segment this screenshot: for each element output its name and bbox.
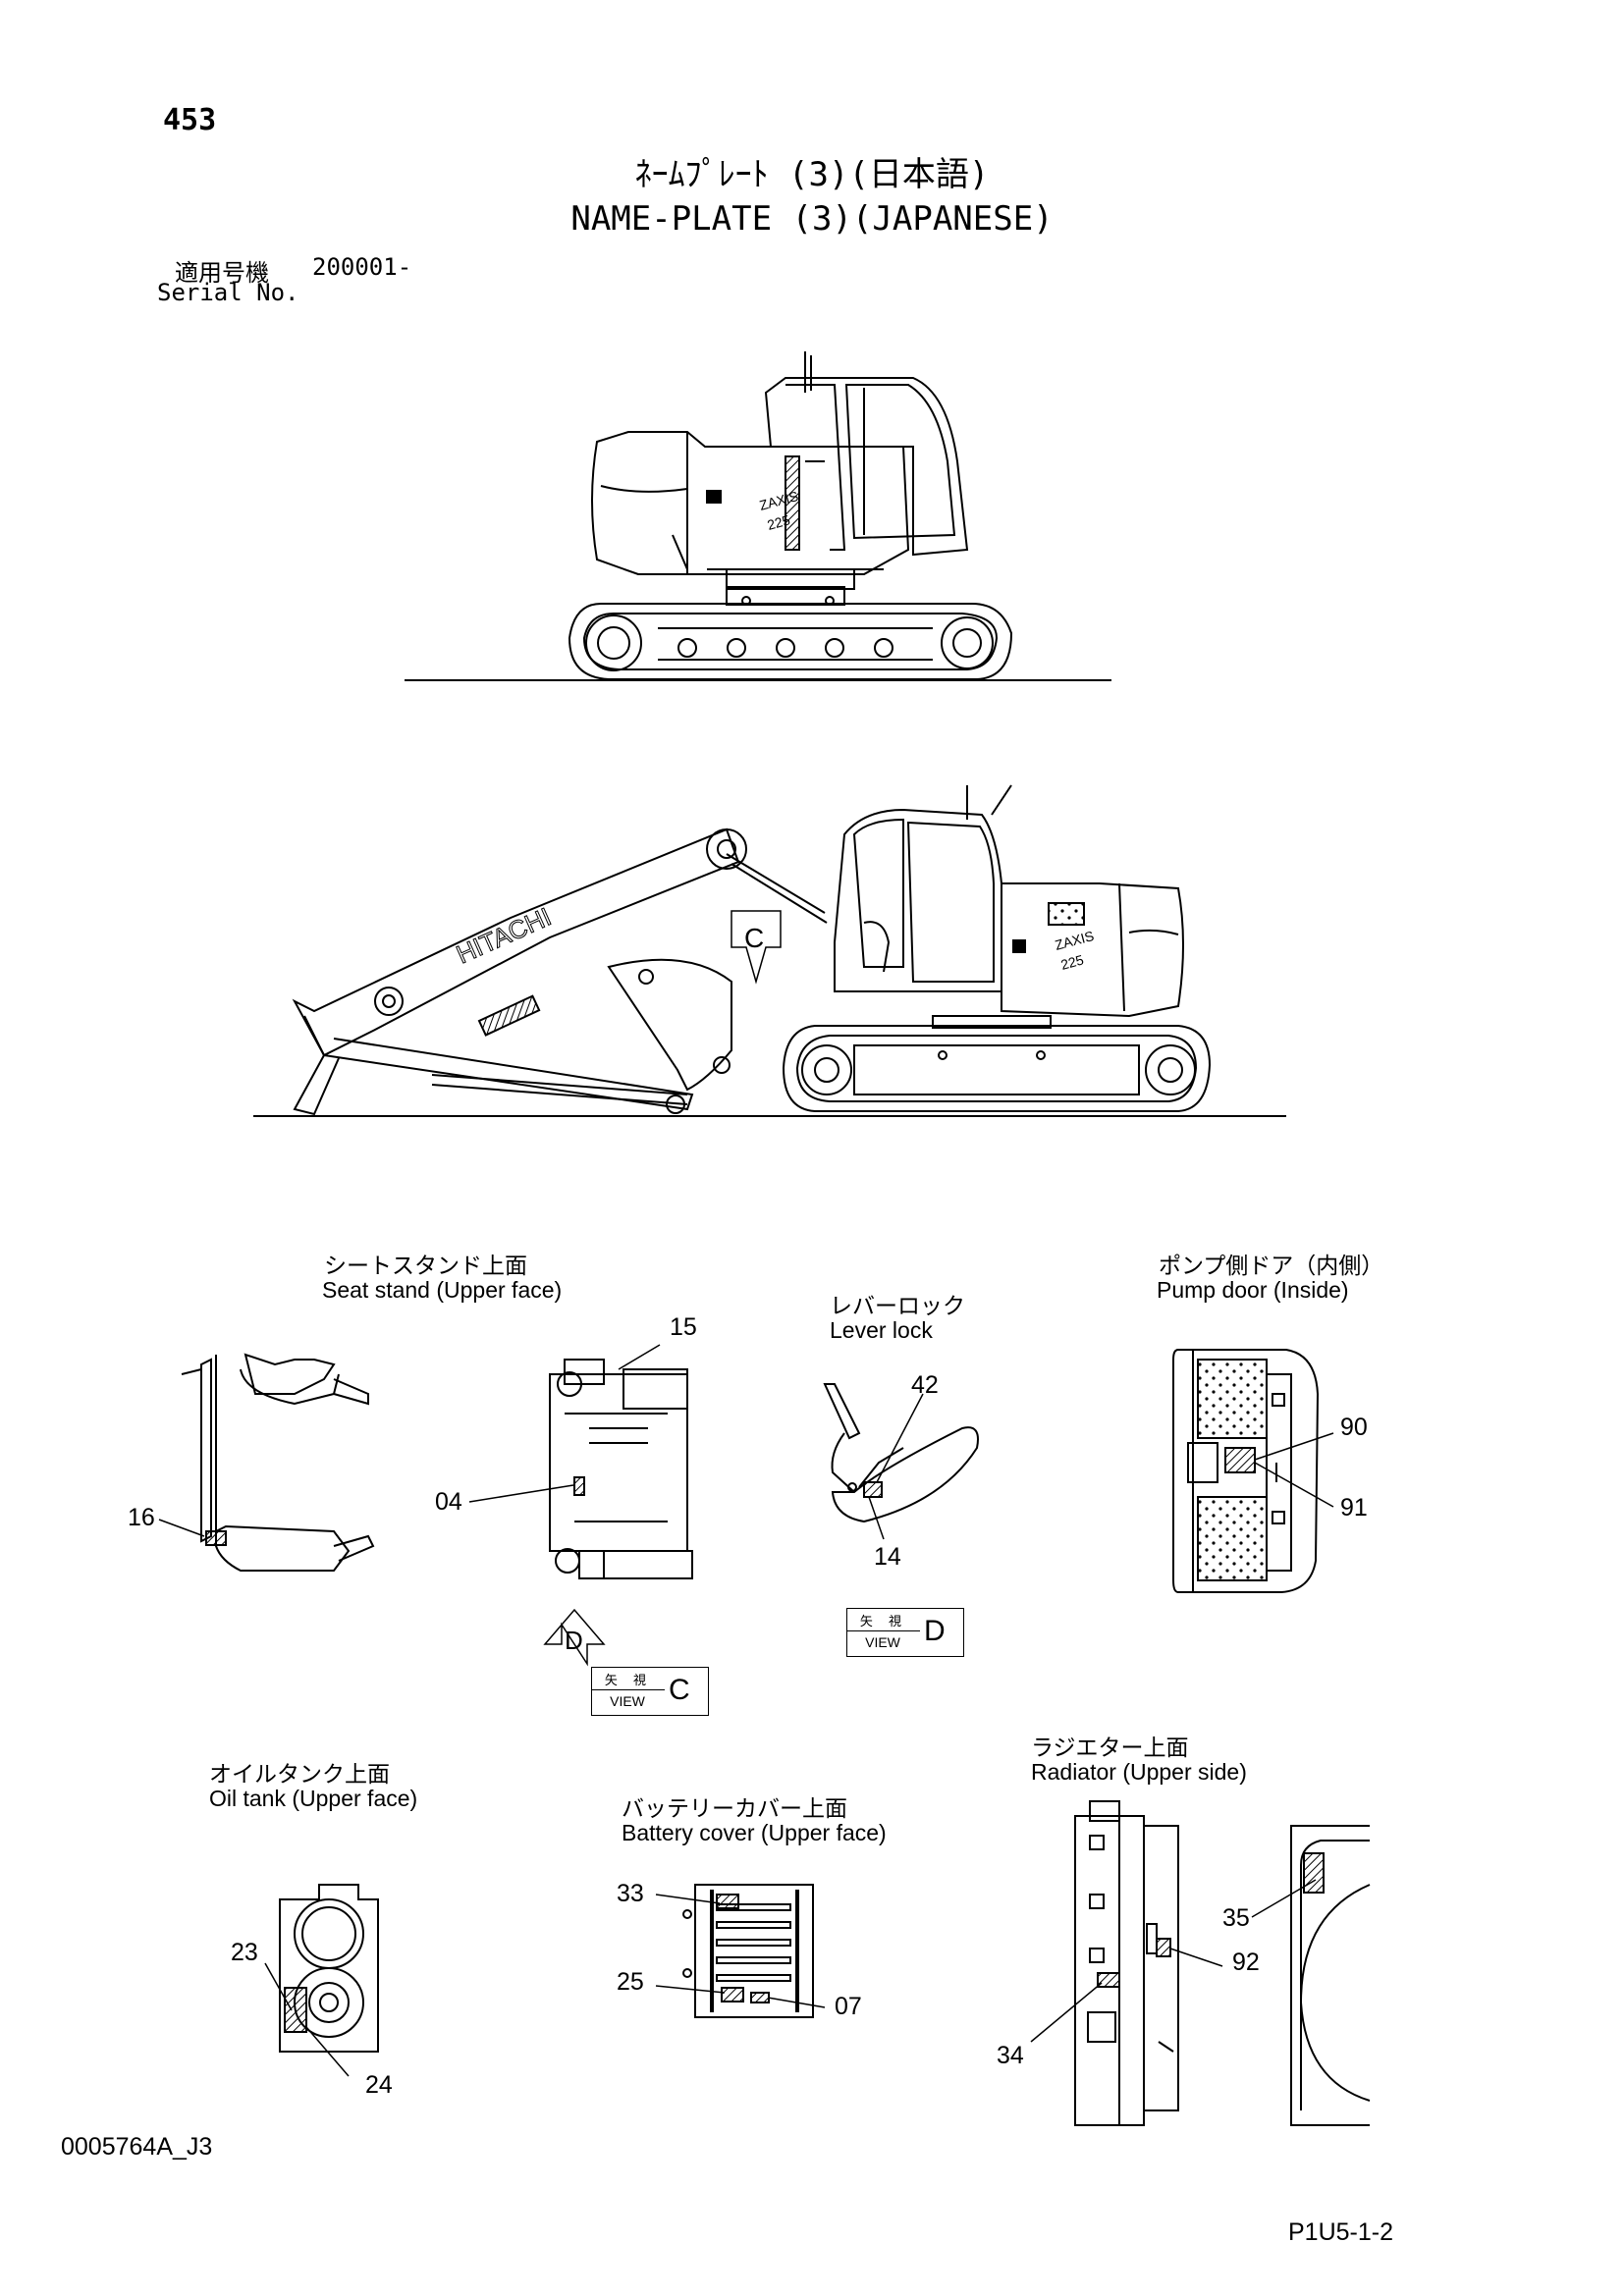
callout-34: 34 xyxy=(997,2042,1024,2069)
seat-stand-label-english: Seat stand (Upper face) xyxy=(322,1277,563,1303)
title-japanese: ﾈｰﾑﾌﾟﾚｰﾄ (3)(日本語) xyxy=(634,155,990,194)
model-badge-front: ZAXIS xyxy=(1054,928,1096,953)
callout-14: 14 xyxy=(874,1543,901,1571)
radiator-drawing xyxy=(1074,1800,1371,2126)
radiator-label-japanese: ラジエター上面 xyxy=(1031,1735,1189,1760)
view-box-d: 矢 視 VIEW D xyxy=(846,1608,964,1657)
pump-door-label-english: Pump door (Inside) xyxy=(1157,1277,1349,1303)
drawing-code: 0005764A_J3 xyxy=(61,2133,213,2161)
svg-text:225: 225 xyxy=(766,511,792,533)
view-box-c: 矢 視 VIEW C xyxy=(591,1667,709,1716)
serial-label-japanese: 適用号機 xyxy=(175,259,269,287)
battery-cover-label-japanese: バッテリーカバー上面 xyxy=(622,1795,847,1821)
radiator-label-english: Radiator (Upper side) xyxy=(1031,1759,1247,1785)
oil-tank-drawing xyxy=(279,1884,379,2053)
oil-tank-label-english: Oil tank (Upper face) xyxy=(209,1786,418,1811)
callout-24: 24 xyxy=(365,2071,393,2099)
side-view-excavator: ZAXIS 225 xyxy=(405,351,1111,681)
view-box-d-letter: D xyxy=(924,1615,946,1647)
svg-text:225: 225 xyxy=(1059,951,1086,973)
view-box-d-view: VIEW xyxy=(865,1634,900,1650)
view-box-c-kanji: 矢 視 xyxy=(604,1674,653,1688)
callout-92: 92 xyxy=(1232,1949,1260,1976)
seat-stand-drawing: D xyxy=(181,1353,693,1667)
view-box-d-kanji: 矢 視 xyxy=(859,1615,908,1629)
pump-door-label-japanese: ポンプ側ドア（内側） xyxy=(1159,1253,1384,1278)
front-view-excavator: HITACHI C xyxy=(253,784,1286,1117)
callout-07: 07 xyxy=(835,1993,862,2020)
battery-cover-drawing xyxy=(682,1884,814,2018)
view-box-c-view: VIEW xyxy=(610,1693,645,1709)
oil-tank-label-japanese: オイルタンク上面 xyxy=(209,1761,390,1787)
callout-leaders xyxy=(158,1344,1334,2077)
title-english: NAME-PLATE (3)(JAPANESE) xyxy=(570,199,1054,239)
callout-33: 33 xyxy=(617,1880,644,1907)
lever-lock-label-japanese: レバーロック xyxy=(830,1293,965,1318)
callout-90: 90 xyxy=(1340,1414,1368,1441)
callout-04: 04 xyxy=(435,1488,462,1516)
view-d-arrow-text: D xyxy=(565,1626,583,1655)
serial-number: 200001- xyxy=(312,253,412,281)
pump-door-drawing xyxy=(1172,1349,1320,1593)
page-number: 453 xyxy=(163,103,217,137)
callout-25: 25 xyxy=(617,1968,644,1996)
view-c-marker-text: C xyxy=(744,923,764,953)
seat-stand-label-japanese: シートスタンド上面 xyxy=(324,1253,527,1278)
serial-label-english: Serial No. xyxy=(157,279,299,306)
callout-35: 35 xyxy=(1222,1904,1250,1932)
lever-lock-drawing xyxy=(823,1383,979,1523)
view-box-c-letter: C xyxy=(669,1674,690,1706)
lever-lock-label-english: Lever lock xyxy=(830,1317,933,1343)
callout-91: 91 xyxy=(1340,1494,1368,1522)
page-reference: P1U5-1-2 xyxy=(1288,2218,1393,2246)
callout-15: 15 xyxy=(670,1313,697,1341)
callout-23: 23 xyxy=(231,1939,258,1966)
callout-42: 42 xyxy=(911,1371,939,1399)
callout-16: 16 xyxy=(128,1504,155,1531)
battery-cover-label-english: Battery cover (Upper face) xyxy=(622,1820,887,1845)
boom-brand-text: HITACHI xyxy=(452,902,555,970)
